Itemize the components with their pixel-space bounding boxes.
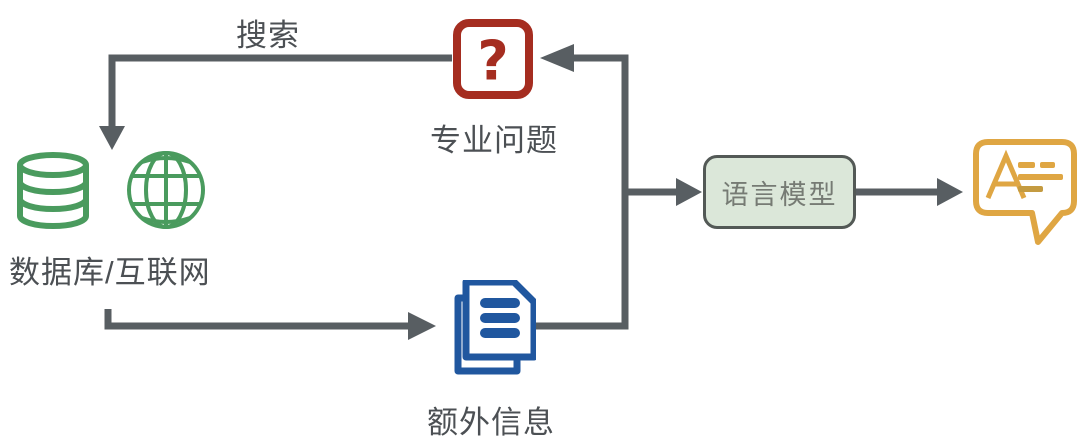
connector-sources-to-docs — [104, 309, 408, 330]
language-model-label: 语言模型 — [721, 179, 838, 210]
arrowhead-left-to-question — [540, 44, 574, 72]
sources-label: 数据库/互联网 — [9, 255, 211, 290]
chat-bubble-answer-icon — [973, 139, 1077, 245]
arrowhead-right-to-docs — [408, 312, 436, 340]
database-icon — [17, 152, 89, 229]
question-mark-icon: ? — [453, 19, 533, 99]
connector-search-to-sources — [108, 54, 452, 126]
extra-info-label: 额外信息 — [427, 405, 555, 440]
question-label: 专业问题 — [430, 123, 558, 158]
arrowhead-right-to-model — [676, 178, 702, 206]
connector-docs-to-question — [533, 54, 629, 330]
globe-icon — [127, 151, 205, 229]
question-glyph: ? — [477, 30, 508, 93]
documents-icon — [454, 280, 536, 375]
arrowhead-right-to-answer — [937, 178, 963, 206]
language-model-node: 语言模型 — [703, 155, 856, 229]
search-arrow-label: 搜索 — [236, 18, 300, 53]
arrowhead-down-to-sources — [99, 126, 125, 150]
